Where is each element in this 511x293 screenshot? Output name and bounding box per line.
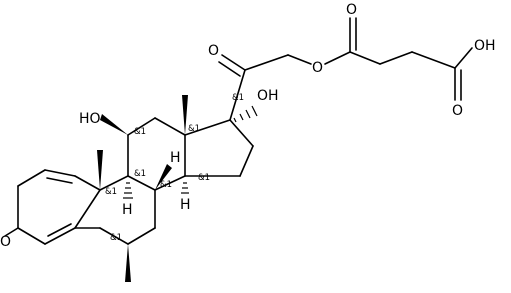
label-ho-c11: HO [79,111,101,127]
stereo-c10: &1 [105,187,117,197]
bond-c23-c24 [379,51,413,65]
bond-c12-c13 [154,117,186,136]
wedge-c8-h [155,164,172,190]
bond-o-c22 [324,51,351,65]
bond-c24-c25 [411,51,456,69]
bond-c4-c5 [17,227,46,245]
bond-c5-c4a-double [47,223,72,237]
hash-c9-h [123,182,133,199]
bond-c7-c6 [127,227,156,245]
hash-c14-h [181,182,189,194]
stereo-c13: &1 [188,124,200,134]
bond-c17-c16 [229,119,254,147]
stereo-c14: &1 [198,173,210,183]
label-o-ketone-top: O [208,43,219,59]
bond-c10-c9 [99,175,129,191]
label-oh-c17: OH [257,88,279,104]
label-h-c8: H [170,150,181,166]
bond-c20-o-double [218,61,241,77]
bond-c25-oh [454,47,473,69]
wedge-c13-methyl [182,95,188,135]
bond-c14-c8 [154,175,186,191]
bond-c22-c23 [349,51,381,65]
bond-c11-c12 [127,117,156,136]
label-o-succinyl-carbonyl: O [346,2,357,18]
bond-c10-c1 [74,175,101,191]
wedge-c10-methyl [97,150,103,190]
label-o-ester: O [312,60,323,76]
bond-c20-o [221,54,246,71]
stereo-c11: &1 [134,127,146,137]
bond-c16-c15 [239,145,254,177]
stereo-c9: &1 [134,169,146,179]
hash-c17-oh [233,105,258,123]
label-o-acid-carbonyl: O [452,103,463,119]
bond-c2-c3 [17,169,46,187]
stereo-c17: &1 [232,93,244,103]
label-o-c3: O [0,234,11,250]
label-oh-acid: OH [474,38,496,54]
bond-c6-c5 [99,227,129,245]
bond-c9-c8 [127,175,156,191]
bond-c1-c2 [44,169,76,177]
bond-c4a-c10 [74,189,101,229]
bond-c5-c4a [44,227,76,245]
bond-c21-o [287,54,312,65]
bond-c17-c20 [229,69,246,121]
bond-c13-c17 [184,119,231,136]
bond-c3-o [4,227,19,237]
wedge-c11-oh [100,114,128,135]
bond-c20-c21 [244,54,289,71]
bond-c1-c2-double [46,177,73,184]
stereo-c6: &1 [110,233,122,243]
wedge-c6-methyl [125,244,131,282]
label-h-c14: H [180,197,191,213]
label-h-c9: H [122,202,133,218]
stereo-c8: &1 [160,180,172,190]
